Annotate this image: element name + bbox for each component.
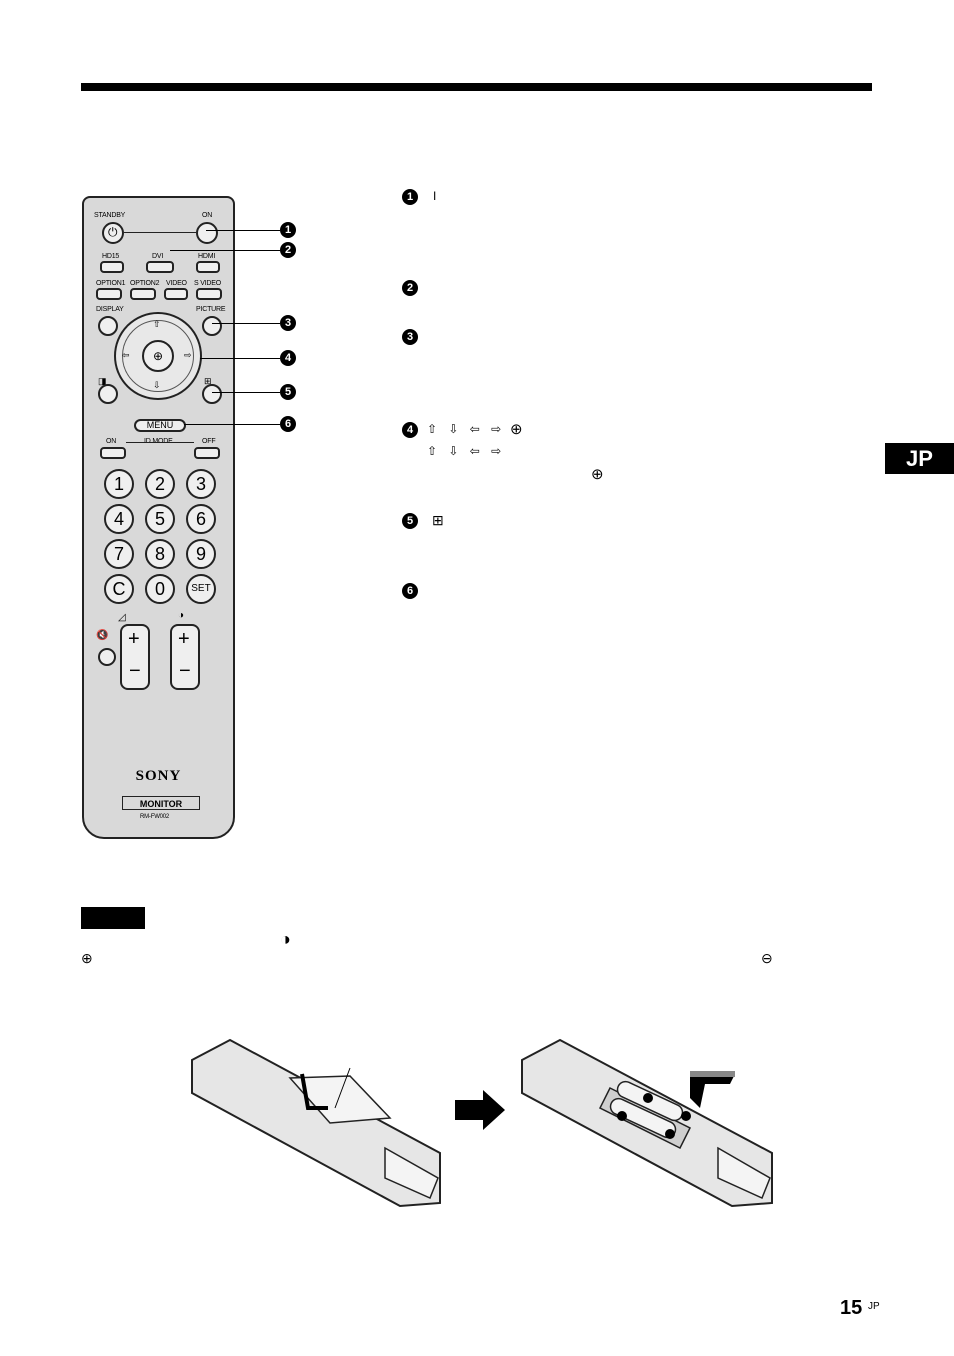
video-button xyxy=(164,288,188,300)
remote-control-illustration: STANDBY ON ⏻ HD15 DVI HDMI OPTION1 OPTIO… xyxy=(82,196,235,839)
id-mode-line xyxy=(126,442,194,443)
dvi-button xyxy=(146,261,174,273)
header-rule xyxy=(81,83,872,91)
id-on-button xyxy=(100,447,126,459)
note-plus-symbol: ⊕ xyxy=(81,950,93,966)
id-off-label: OFF xyxy=(202,438,216,445)
legend-4-enter-icon-b: ⊕ xyxy=(591,466,604,483)
key-2: 2 xyxy=(145,469,175,499)
id-off-button xyxy=(194,447,220,459)
display-button xyxy=(98,316,118,336)
key-7: 7 xyxy=(104,539,134,569)
callout-6: 6 xyxy=(280,416,296,432)
menu-button: MENU xyxy=(134,419,186,432)
option2-button xyxy=(130,288,156,300)
split-button xyxy=(98,384,118,404)
legend-marker-5: 5 xyxy=(402,513,418,529)
left-arrow-icon: ⇦ xyxy=(122,350,130,360)
svideo-label: S VIDEO xyxy=(194,280,221,287)
right-arrow-icon: ⇨ xyxy=(184,350,192,360)
power-icon: ⏻ xyxy=(108,225,118,239)
callout-line-4 xyxy=(200,358,280,359)
power-divider xyxy=(124,232,196,233)
display-label: DISPLAY xyxy=(96,306,124,313)
option2-label: OPTION2 xyxy=(130,280,160,287)
standby-label: STANDBY xyxy=(94,212,126,219)
legend-4-arrows-b: ⇧ ⇩ ⇦ ⇨ xyxy=(427,444,506,458)
arrow-right-icon xyxy=(455,1090,505,1130)
key-1: 1 xyxy=(104,469,134,499)
legend-marker-6: 6 xyxy=(402,583,418,599)
callout-line-1 xyxy=(206,230,280,231)
brand-logo: SONY xyxy=(135,768,182,784)
key-5: 5 xyxy=(145,504,175,534)
page-number-suffix: JP xyxy=(868,1301,880,1312)
note-heading-box xyxy=(81,907,145,929)
key-4: 4 xyxy=(104,504,134,534)
key-0: 0 xyxy=(145,574,175,604)
callout-1: 1 xyxy=(280,222,296,238)
language-tab: JP xyxy=(885,443,954,474)
mute-button xyxy=(98,648,116,666)
callout-line-3 xyxy=(212,323,280,324)
page-number: 15 xyxy=(840,1297,863,1319)
picture-button xyxy=(202,316,222,336)
key-3: 3 xyxy=(186,469,216,499)
up-arrow-icon: ⇧ xyxy=(153,319,161,329)
key-6: 6 xyxy=(186,504,216,534)
hdmi-label: HDMI xyxy=(198,253,216,260)
mute-icon: 🔇 xyxy=(96,630,109,641)
dvi-label: DVI xyxy=(152,253,164,260)
legend-marker-1: 1 xyxy=(402,189,418,205)
callout-line-2 xyxy=(170,250,280,251)
note-contrast-symbol: ◑ xyxy=(280,929,291,949)
split-icon: ◨ xyxy=(98,376,107,386)
option1-label: OPTION1 xyxy=(96,280,126,287)
contrast-rocker: + − xyxy=(170,624,200,690)
key-9: 9 xyxy=(186,539,216,569)
hdmi-button xyxy=(196,261,220,273)
callout-line-6 xyxy=(184,424,280,425)
model-label: MONITOR xyxy=(122,796,200,810)
volume-rocker: + − xyxy=(120,624,150,690)
callout-4: 4 xyxy=(280,350,296,366)
callout-2: 2 xyxy=(280,242,296,258)
battery-insert-illustration xyxy=(521,1038,773,1208)
legend-4-arrows: ⇧ ⇩ ⇦ ⇨ xyxy=(427,422,506,436)
volume-icon: ◿ xyxy=(118,612,126,623)
id-on-label: ON xyxy=(106,438,117,445)
legend-5-wide-icon: ⊞ xyxy=(432,512,444,528)
callout-5: 5 xyxy=(280,384,296,400)
dpad-ring: ⊕ ⇧ ⇩ ⇦ ⇨ xyxy=(114,312,202,400)
video-label: VIDEO xyxy=(166,280,187,287)
legend-marker-2: 2 xyxy=(402,280,418,296)
option1-button xyxy=(96,288,122,300)
contrast-icon: ◑ xyxy=(178,610,185,621)
on-label: ON xyxy=(202,212,213,219)
hd15-label: HD15 xyxy=(102,253,120,260)
wide-icon: ⊞ xyxy=(204,376,212,386)
key-set: SET xyxy=(186,574,216,604)
svideo-button xyxy=(196,288,222,300)
callout-3: 3 xyxy=(280,315,296,331)
wide-button xyxy=(202,384,222,404)
key-8: 8 xyxy=(145,539,175,569)
id-mode-label: ID MODE xyxy=(144,438,173,445)
legend-4-enter-icon: ⊕ xyxy=(510,421,523,438)
on-button xyxy=(196,222,218,244)
note-minus-symbol: ⊖ xyxy=(761,950,773,966)
enter-button: ⊕ xyxy=(142,340,174,372)
standby-button: ⏻ xyxy=(102,222,124,244)
down-arrow-icon: ⇩ xyxy=(153,380,161,390)
model-code: RM-FW002 xyxy=(140,814,170,820)
key-c: C xyxy=(104,574,134,604)
callout-line-5 xyxy=(212,392,280,393)
legend-1-symbol: I xyxy=(433,189,437,203)
picture-label: PICTURE xyxy=(196,306,226,313)
legend-marker-4: 4 xyxy=(402,422,418,438)
battery-cover-illustration xyxy=(191,1038,441,1208)
hd15-button xyxy=(100,261,124,273)
legend-marker-3: 3 xyxy=(402,329,418,345)
